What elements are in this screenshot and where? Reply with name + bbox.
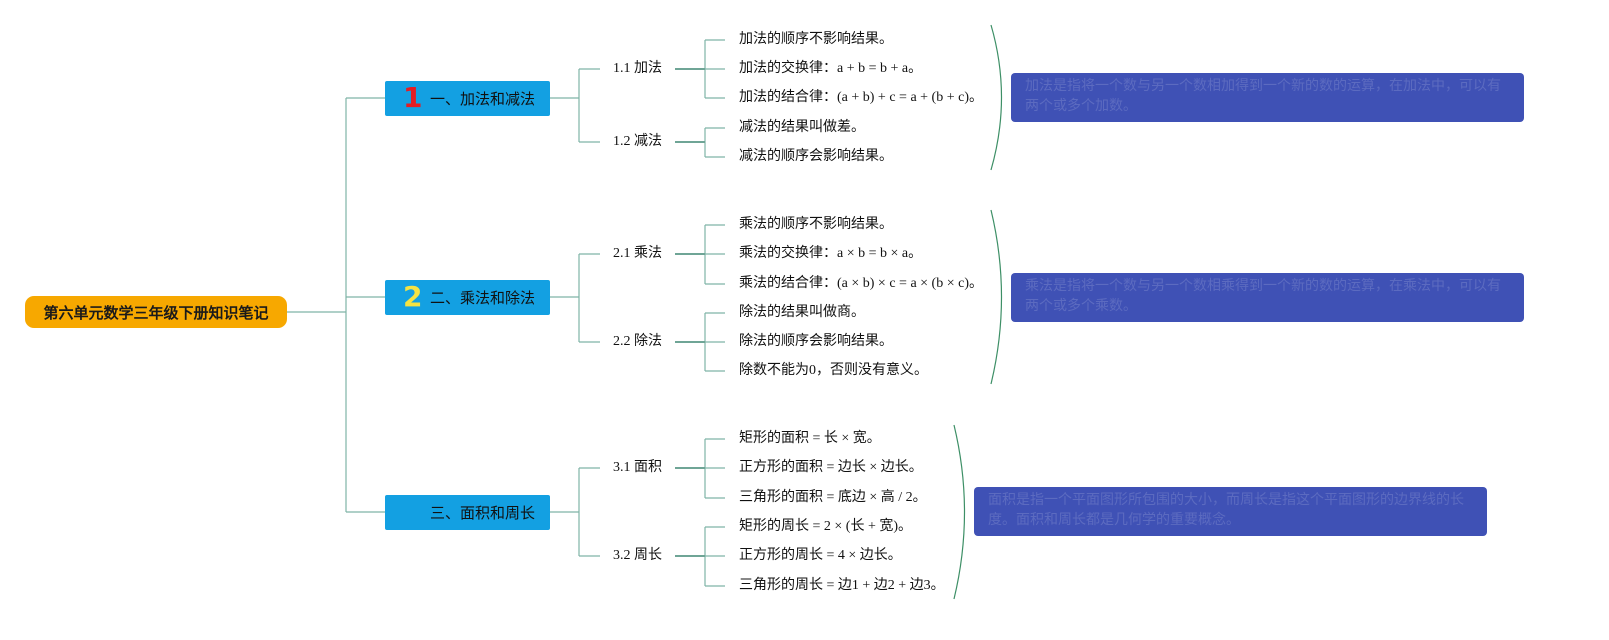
leaf-2-2-3[interactable]: 除数不能为0，否则没有意义。 <box>739 363 928 378</box>
leaf-1-2-2[interactable]: 减法的顺序会影响结果。 <box>739 149 893 164</box>
leaf-2-1-1[interactable]: 乘法的顺序不影响结果。 <box>739 217 893 232</box>
leaf-2-2-2[interactable]: 除法的顺序会影响结果。 <box>739 334 893 349</box>
leaf-3-1-2[interactable]: 正方形的面积 = 边长 × 边长。 <box>739 460 923 475</box>
summary-bracket-3 <box>953 424 966 600</box>
leaf-2-2-1[interactable]: 除法的结果叫做商。 <box>739 305 865 320</box>
root-topic-label: 第六单元数学三年级下册知识笔记 <box>43 303 269 322</box>
branch-number-2-icon: 2 <box>403 280 423 313</box>
leaf-2-1-3[interactable]: 乘法的结合律：(a × b) × c = a × (b × c)。 <box>739 276 983 291</box>
branch-label-3: 三、面积和周长 <box>429 504 535 522</box>
subtopic-2-2[interactable]: 2.2 除法 <box>613 334 662 349</box>
branch-number-1-icon: 1 <box>403 81 423 114</box>
leaf-3-1-3[interactable]: 三角形的面积 = 底边 × 高 / 2。 <box>739 490 927 505</box>
leaf-1-1-1[interactable]: 加法的顺序不影响结果。 <box>739 32 893 47</box>
branch-label-1: 一、加法和减法 <box>429 90 535 108</box>
leaf-3-1-1[interactable]: 矩形的面积 = 长 × 宽。 <box>739 431 881 446</box>
subtopic-2-1[interactable]: 2.1 乘法 <box>613 246 662 261</box>
leaf-1-1-2[interactable]: 加法的交换律：a + b = b + a。 <box>739 61 923 76</box>
leaf-3-2-1[interactable]: 矩形的周长 = 2 × (长 + 宽)。 <box>739 519 913 534</box>
branch-topic-2[interactable]: 2 二、乘法和除法 <box>385 280 550 315</box>
summary-box-1[interactable]: 加法是指将一个数与另一个数相加得到一个新的数的运算，在加法中，可以有两个或多个加… <box>1011 73 1524 122</box>
leaf-1-1-3[interactable]: 加法的结合律：(a + b) + c = a + (b + c)。 <box>739 90 983 105</box>
subtopic-3-2[interactable]: 3.2 周长 <box>613 548 662 563</box>
root-topic[interactable]: 第六单元数学三年级下册知识笔记 <box>25 296 287 328</box>
branch-label-2: 二、乘法和除法 <box>429 289 535 307</box>
subtopic-3-1[interactable]: 3.1 面积 <box>613 460 662 475</box>
summary-box-2[interactable]: 乘法是指将一个数与另一个数相乘得到一个新的数的运算，在乘法中，可以有两个或多个乘… <box>1011 273 1524 322</box>
subtopic-1-2[interactable]: 1.2 减法 <box>613 134 662 149</box>
summary-bracket-1 <box>990 24 1003 171</box>
leaf-2-1-2[interactable]: 乘法的交换律：a × b = b × a。 <box>739 246 923 261</box>
branch-topic-1[interactable]: 1 一、加法和减法 <box>385 81 550 116</box>
branch-topic-3[interactable]: 三、面积和周长 <box>385 495 550 530</box>
leaf-3-2-2[interactable]: 正方形的周长 = 4 × 边长。 <box>739 548 902 563</box>
summary-box-3[interactable]: 面积是指一个平面图形所包围的大小，而周长是指这个平面图形的边界线的长度。面积和周… <box>974 487 1487 536</box>
summary-bracket-2 <box>990 209 1003 385</box>
leaf-3-2-3[interactable]: 三角形的周长 = 边1 + 边2 + 边3。 <box>739 578 945 593</box>
subtopic-1-1[interactable]: 1.1 加法 <box>613 61 662 76</box>
leaf-1-2-1[interactable]: 减法的结果叫做差。 <box>739 120 865 135</box>
